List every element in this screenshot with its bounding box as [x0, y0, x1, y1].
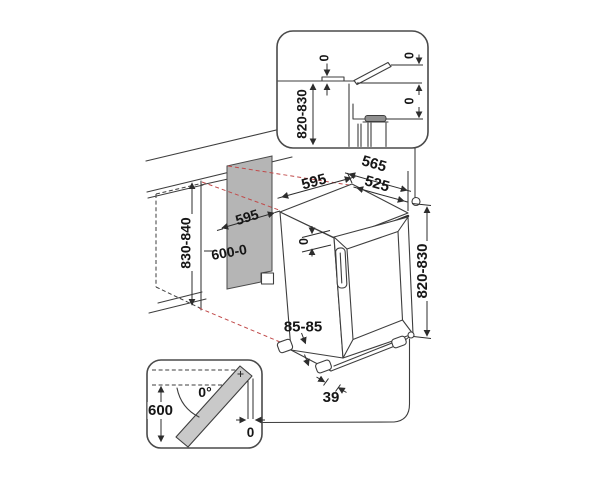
door-opening-inset: 0° 600 0 [146, 359, 265, 449]
worktop-and-niche [145, 126, 293, 314]
door-bevel-tr [397, 216, 409, 233]
alignment-lines [198, 165, 350, 343]
appliance-foot-left [276, 338, 294, 354]
inset-height-label: 820-830 [295, 89, 310, 139]
appliance-foot-front [315, 359, 332, 374]
opening-angle-label: 0° [198, 384, 211, 400]
open-door-bar [175, 365, 253, 448]
plinth-bottom-edge [330, 343, 401, 372]
appliance-depth-total-label: 565 [360, 152, 389, 175]
flap-gap-label: 0 [403, 52, 417, 59]
niche-depth-label: 595 [233, 206, 260, 228]
worktop-flap [353, 61, 392, 86]
side-panel-foot [260, 272, 275, 285]
door-handle [335, 247, 348, 289]
appliance-width-dimension: 595 [277, 170, 356, 199]
appliance-depth-body-label: 525 [363, 172, 392, 195]
side-clearance-label: 0 [247, 425, 255, 440]
appliance-foot-right [391, 335, 407, 349]
niche-width-label: 600-0 [210, 241, 248, 263]
power-cord [261, 338, 411, 424]
opening-angle-arc [176, 387, 200, 418]
appliance-depth-dimension: 565 525 [344, 152, 412, 211]
plinth-height-dimension: 85-85 [284, 319, 322, 367]
niche-hidden-top-edge [155, 183, 200, 195]
clearance-label: 0 [403, 97, 417, 104]
door-inner-panel [346, 230, 404, 341]
appliance [261, 183, 421, 424]
door-top-gap-label: 0 [297, 238, 311, 245]
plinth-inner-edge [333, 340, 398, 367]
bottom-hinge-point [407, 331, 415, 339]
niche-height-label: 830-840 [178, 217, 194, 269]
niche-depth-dimension: 595 [216, 206, 281, 231]
worktop-spacer-block [321, 76, 345, 82]
worktop-gap-label: 0 [318, 54, 332, 61]
mounting-bracket [352, 103, 367, 120]
niche-top-edge [200, 178, 229, 186]
floor-edge [148, 298, 207, 314]
foot-inset-dimension: 39 [316, 375, 347, 406]
foot-inset-label: 39 [323, 389, 340, 406]
appliance-height-dimension: 820-830 [411, 148, 432, 339]
appliance-height-label: 820-830 [414, 243, 431, 298]
worktop-top-edge [145, 126, 290, 162]
appliance-width-label: 595 [300, 170, 329, 193]
door-bevel-bl [342, 338, 354, 359]
label-backing [147, 402, 175, 419]
door-top-gap-dimension: 0 [297, 226, 332, 257]
floor-inner-edge [157, 291, 203, 304]
hinge-cover [364, 115, 387, 122]
door-width-label: 600 [148, 402, 173, 419]
plinth-height-label: 85-85 [284, 319, 322, 336]
niche-width-dimension: 600-0 [204, 241, 248, 263]
worktop-detail-inset: 820-830 0 0 0 [276, 30, 429, 149]
niche-height-dimension: 830-840 [178, 182, 196, 306]
alignment-line-bottom [198, 307, 281, 343]
door-bevel-tl [333, 236, 348, 250]
